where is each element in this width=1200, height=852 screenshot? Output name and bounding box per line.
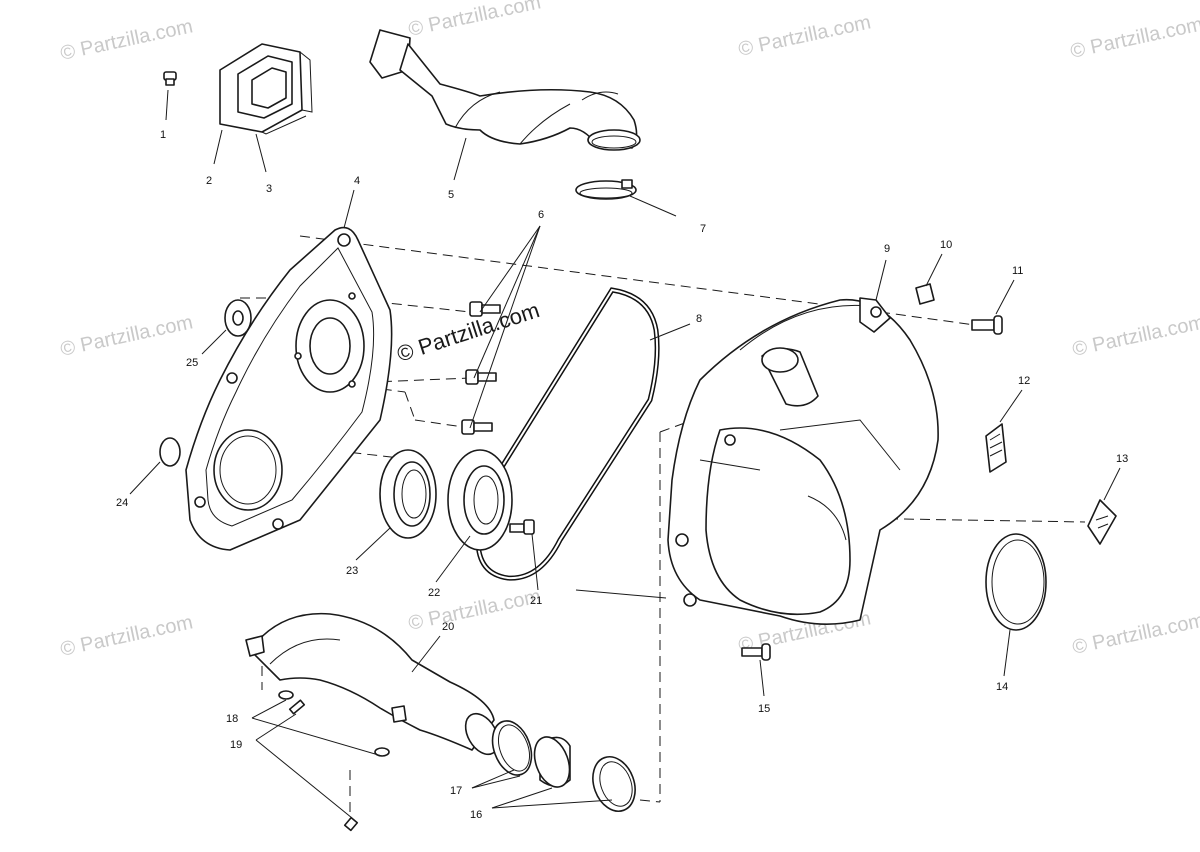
- callout-10: 10: [940, 239, 952, 251]
- watermark-low-far-right: © Partzilla.com: [1070, 609, 1200, 659]
- callout-17: 17: [450, 785, 462, 797]
- watermark-top-right: © Partzilla.com: [736, 11, 872, 61]
- part-25-washer: [224, 299, 252, 337]
- watermark-center: © Partzilla.com: [394, 297, 543, 367]
- part-23-seal: [379, 449, 437, 539]
- callout-25: 25: [186, 357, 198, 369]
- part-8-belt: [475, 287, 660, 581]
- watermark-low-left: © Partzilla.com: [58, 611, 194, 661]
- callout-22: 22: [428, 587, 440, 599]
- part-21-screw: [509, 519, 535, 535]
- callout-11: 11: [1012, 265, 1023, 277]
- callout-21: 21: [530, 595, 542, 607]
- part-14-seal-disc: [985, 533, 1047, 631]
- part-12-decal: [985, 423, 1007, 473]
- part-9-outer-cover: [667, 297, 939, 625]
- part-13-decal: [1087, 499, 1117, 545]
- callout-5: 5: [448, 189, 454, 201]
- part-5-intake-duct: [369, 29, 641, 151]
- part-18-19-fasteners: [278, 690, 390, 832]
- callouts: 1 2 3 4 5 6 7 8 9 10 11 12 13 14 15 16 1…: [116, 129, 1128, 821]
- watermark-top-left: © Partzilla.com: [58, 15, 194, 65]
- callout-12: 12: [1018, 375, 1030, 387]
- watermark-top-mid: © Partzilla.com: [406, 0, 542, 41]
- watermark-mid-left: © Partzilla.com: [58, 311, 194, 361]
- callout-13: 13: [1116, 453, 1128, 465]
- callout-2: 2: [206, 175, 212, 187]
- callout-16: 16: [470, 809, 482, 821]
- callout-18: 18: [226, 713, 238, 725]
- part-1-bolt: [163, 71, 177, 86]
- part-10-label: [915, 283, 935, 305]
- leader-lines: [129, 89, 1121, 819]
- part-2-3-intake-boot: [219, 43, 313, 135]
- watermark-mid-far-right: © Partzilla.com: [1070, 311, 1200, 361]
- callout-9: 9: [884, 243, 890, 255]
- callout-19: 19: [230, 739, 242, 751]
- part-22-bearing-plate: [447, 449, 513, 551]
- callout-14: 14: [996, 681, 1008, 693]
- callout-20: 20: [442, 621, 454, 633]
- callout-4: 4: [354, 175, 360, 187]
- part-20-exhaust-duct: [245, 612, 500, 756]
- watermark-top-far-right: © Partzilla.com: [1068, 13, 1200, 63]
- part-4-inner-cover: [185, 226, 393, 551]
- callout-1: 1: [160, 129, 166, 141]
- part-15-screw: [741, 643, 771, 661]
- callout-6: 6: [538, 209, 544, 221]
- part-11-bolt: [971, 315, 1003, 335]
- callout-23: 23: [346, 565, 358, 577]
- callout-7: 7: [700, 223, 706, 235]
- part-24-plug: [159, 437, 181, 467]
- part-16-17-clamps: [491, 720, 636, 812]
- callout-24: 24: [116, 497, 128, 509]
- callout-3: 3: [266, 183, 272, 195]
- watermark-low-mid: © Partzilla.com: [406, 585, 542, 635]
- part-7-clamp: [575, 179, 637, 200]
- callout-8: 8: [696, 313, 702, 325]
- callout-15: 15: [758, 703, 770, 715]
